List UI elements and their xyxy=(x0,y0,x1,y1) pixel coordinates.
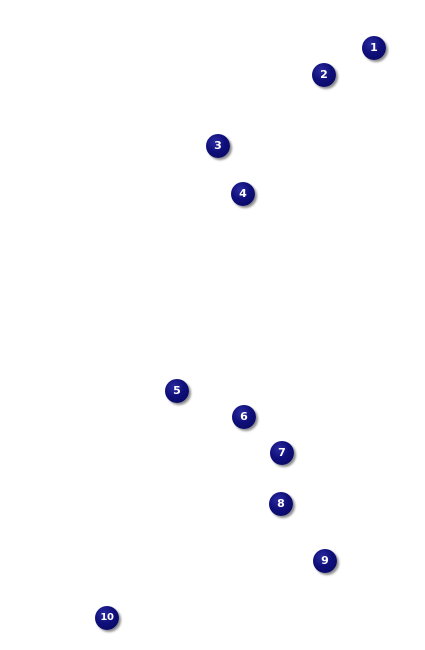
marker-10[interactable]: 10 xyxy=(95,606,119,630)
marker-4[interactable]: 4 xyxy=(231,182,255,206)
marker-2[interactable]: 2 xyxy=(312,63,336,87)
marker-9[interactable]: 9 xyxy=(313,549,337,573)
marker-7[interactable]: 7 xyxy=(270,441,294,465)
marker-5[interactable]: 5 xyxy=(165,379,189,403)
marker-6[interactable]: 6 xyxy=(232,405,256,429)
marker-3[interactable]: 3 xyxy=(206,134,230,158)
marker-8[interactable]: 8 xyxy=(269,492,293,516)
marker-1[interactable]: 1 xyxy=(362,36,386,60)
